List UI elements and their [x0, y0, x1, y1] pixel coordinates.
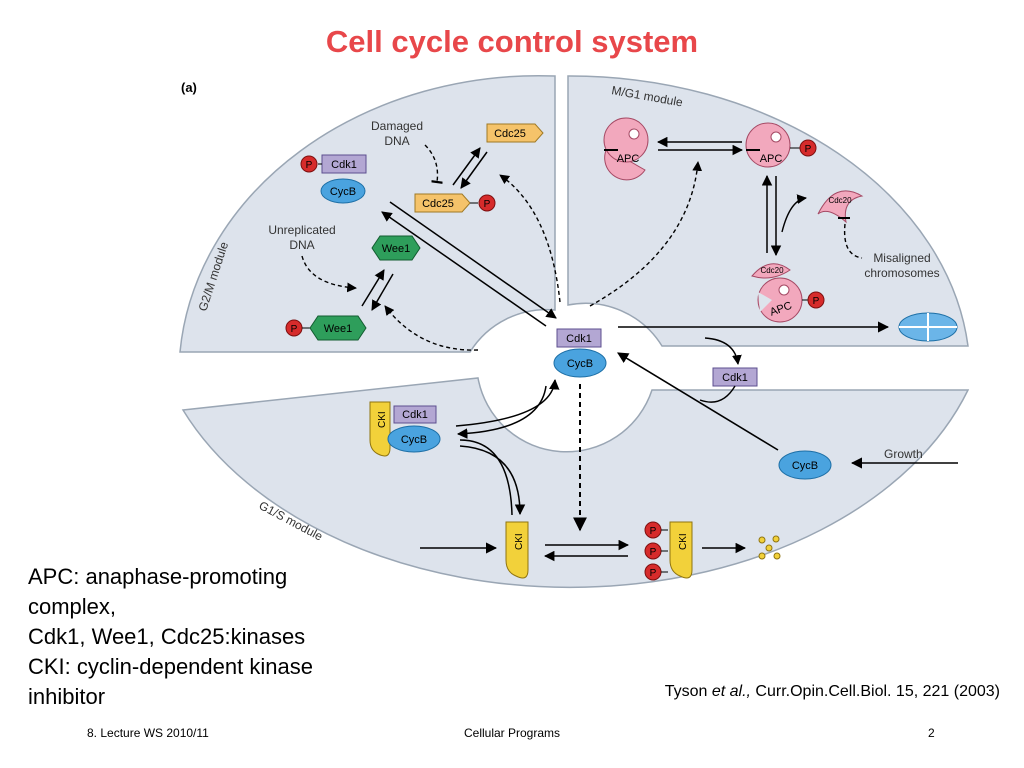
apc-label: APC [617, 153, 640, 165]
cki-release-arrow [455, 378, 560, 427]
cdc25-label: Cdc25 [494, 128, 526, 140]
dividing-cell-icon [898, 312, 958, 342]
cdc20-free: Cdc20 [817, 190, 864, 224]
unreplicated-dna-label-2: DNA [289, 238, 314, 252]
cdc25-arrow-up [452, 147, 481, 186]
phospho-cki: P P P CKI [644, 521, 693, 581]
free-cycb: CycB [778, 450, 832, 480]
cki-cdk1-cycb-complex: CKI Cdk1 CycB [369, 401, 441, 457]
g2m-module-region [179, 74, 556, 353]
citation-ref: Curr.Opin.Cell.Biol. 15, 221 (2003) [755, 683, 1000, 700]
damaged-dna-label: Damaged [371, 119, 423, 133]
phosphate-label-8: P [650, 568, 657, 579]
cdk1-label-g1s: Cdk1 [402, 409, 428, 421]
wee1-active: Wee1 [371, 235, 421, 261]
abbreviation-notes: APC: anaphase-promoting complex, Cdk1, W… [28, 562, 408, 712]
cdk1-label-free: Cdk1 [722, 372, 748, 384]
note-apc: APC: anaphase-promoting [28, 564, 288, 589]
misaligned-chromosome-inhibition [843, 223, 863, 259]
phosphate-icon [300, 155, 318, 173]
cdk1-label: Cdk1 [331, 159, 357, 171]
damaged-dna-inhibition [424, 144, 443, 184]
damaged-dna-label-2: DNA [384, 134, 409, 148]
apc-inactive: APC [603, 117, 649, 181]
citation-author: Tyson [664, 683, 708, 700]
phospho-wee1: P Wee1 [285, 315, 367, 341]
apc-phosphorylated: APC P [745, 122, 817, 168]
cki-cycling-arrow-2 [459, 445, 526, 516]
active-cdk1-cycb-complex: Cdk1 CycB [553, 328, 607, 378]
cdk1-protein [556, 328, 602, 348]
cki-label-3: CKI [678, 533, 689, 550]
cycb-protein [320, 178, 366, 204]
cycb-protein [778, 450, 832, 480]
phosphate-label-4: P [805, 144, 812, 155]
degraded-fragments-icon [758, 535, 781, 560]
note-apc-cont: complex, [28, 594, 117, 619]
phosphate-icon [799, 139, 817, 157]
cdk1-activates-cdc25 [499, 174, 561, 303]
cdk1-cycb-association [699, 385, 736, 403]
misaligned-label: Misaligned [873, 251, 930, 265]
cdk1-label-center: Cdk1 [566, 333, 592, 345]
cdk1-inactivation-arrow [381, 211, 547, 327]
phosphate-label-6: P [650, 526, 657, 537]
apc-cdc20-complex: Cdc20 APC P [751, 263, 825, 323]
citation-etal: et al., [711, 683, 751, 700]
cycb-protein [387, 425, 441, 453]
cdk1-release-arrow [704, 337, 742, 365]
phosphate-label-2: P [484, 199, 491, 210]
cdc20-release-curve [781, 194, 807, 233]
mg1-module-region [567, 75, 969, 347]
cki-binding-arrow [456, 385, 547, 439]
cki-free: CKI [505, 521, 529, 579]
phosphate-label-3: P [291, 324, 298, 335]
phospho-cdk1-cycb-complex: CycB Cdk1 P [300, 154, 367, 204]
wee1-label-2: Wee1 [324, 323, 353, 335]
phosphate-icon [478, 194, 496, 212]
panel-label: (a) [181, 80, 197, 95]
unreplicated-dna-arrow [301, 255, 357, 293]
note-kinases: Cdk1, Wee1, Cdc25:kinases [28, 624, 306, 649]
cdc20-label-2: Cdc20 [760, 266, 784, 275]
apc-label-2: APC [760, 153, 783, 165]
phosphate-label-5: P [813, 296, 820, 307]
cdc25-arrow-down [460, 151, 488, 189]
phosphate-label-7: P [650, 547, 657, 558]
wee1-arrow-up [361, 269, 385, 307]
note-cki-cont: inhibitor [28, 684, 106, 709]
footer-page-number: 2 [928, 726, 935, 740]
cdk1-protein [393, 405, 437, 424]
footer-lecture: 8. Lecture WS 2010/11 [87, 726, 209, 740]
growth-label: Growth [884, 447, 923, 461]
cycb-protein [553, 348, 607, 378]
wee1-label: Wee1 [382, 243, 411, 255]
cdc20-label: Cdc20 [828, 196, 852, 205]
cki-label-2: CKI [514, 533, 525, 550]
cycb-to-complex-arrow [617, 352, 779, 451]
cdc25-label-2: Cdc25 [422, 198, 454, 210]
phosphate-label: P [306, 160, 313, 171]
cycb-label: CycB [330, 186, 356, 198]
free-cdk1: Cdk1 [712, 367, 758, 387]
cycb-label-center: CycB [567, 358, 593, 370]
wee1-arrow-down [371, 273, 394, 311]
cycb-label-free: CycB [792, 460, 818, 472]
cdc25-active: Cdc25 [486, 123, 544, 143]
phospho-cdc25: Cdc25 P [414, 193, 496, 213]
citation: Tyson et al., Curr.Opin.Cell.Biol. 15, 2… [560, 683, 1000, 701]
cycb-label-g1s: CycB [401, 434, 427, 446]
unreplicated-dna-label: Unreplicated [268, 223, 335, 237]
cdk1-activation-arrow [389, 201, 557, 319]
phosphate-icon [807, 291, 825, 309]
slide-title: Cell cycle control system [325, 24, 699, 59]
footer-course: Cellular Programs [463, 726, 561, 740]
misaligned-label-2: chromosomes [864, 266, 939, 280]
cki-label: CKI [377, 411, 388, 428]
note-cki: CKI: cyclin-dependent kinase [28, 654, 313, 679]
cdk1-to-apc-activation [589, 161, 703, 307]
